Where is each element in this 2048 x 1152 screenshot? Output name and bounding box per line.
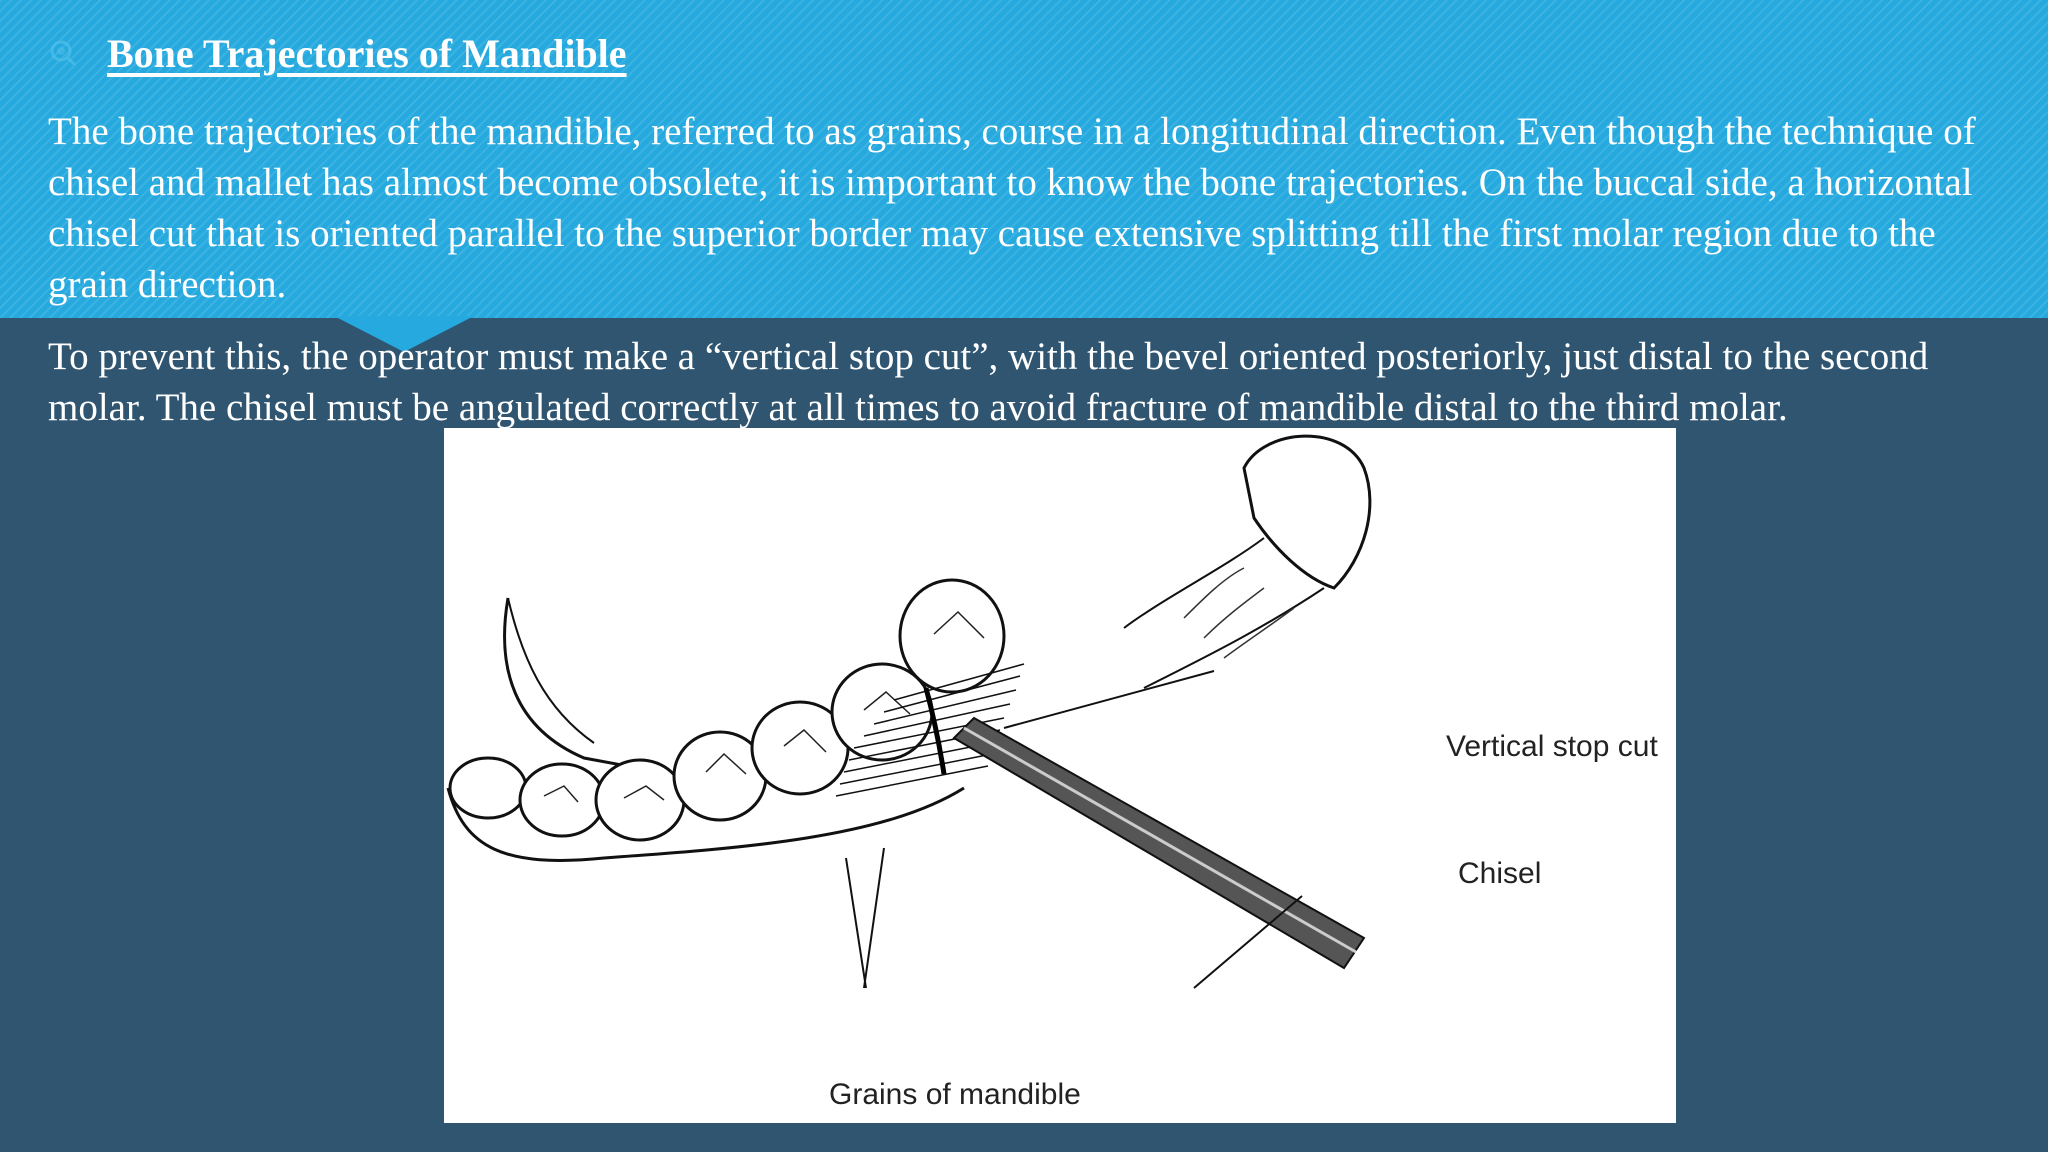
slide-title: Bone Trajectories of Mandible	[107, 31, 627, 76]
label-vertical-stop-cut: Vertical stop cut	[1446, 730, 1658, 763]
label-chisel: Chisel	[1458, 857, 1541, 890]
label-grains-of-mandible: Grains of mandible	[829, 1078, 1081, 1111]
magnifier-bullet-icon	[50, 40, 77, 67]
paragraph-bone-trajectories: The bone trajectories of the mandible, r…	[48, 110, 1976, 306]
header-banner	[0, 0, 2048, 318]
mandible-drawing: Vertical stop cut Chisel Grains of mandi…	[446, 434, 1658, 1111]
banner-notch	[334, 316, 474, 352]
paragraph-vertical-stop-cut: To prevent this, the operator must make …	[48, 335, 1929, 429]
mandible-illustration: Vertical stop cut Chisel Grains of mandi…	[444, 428, 1676, 1123]
